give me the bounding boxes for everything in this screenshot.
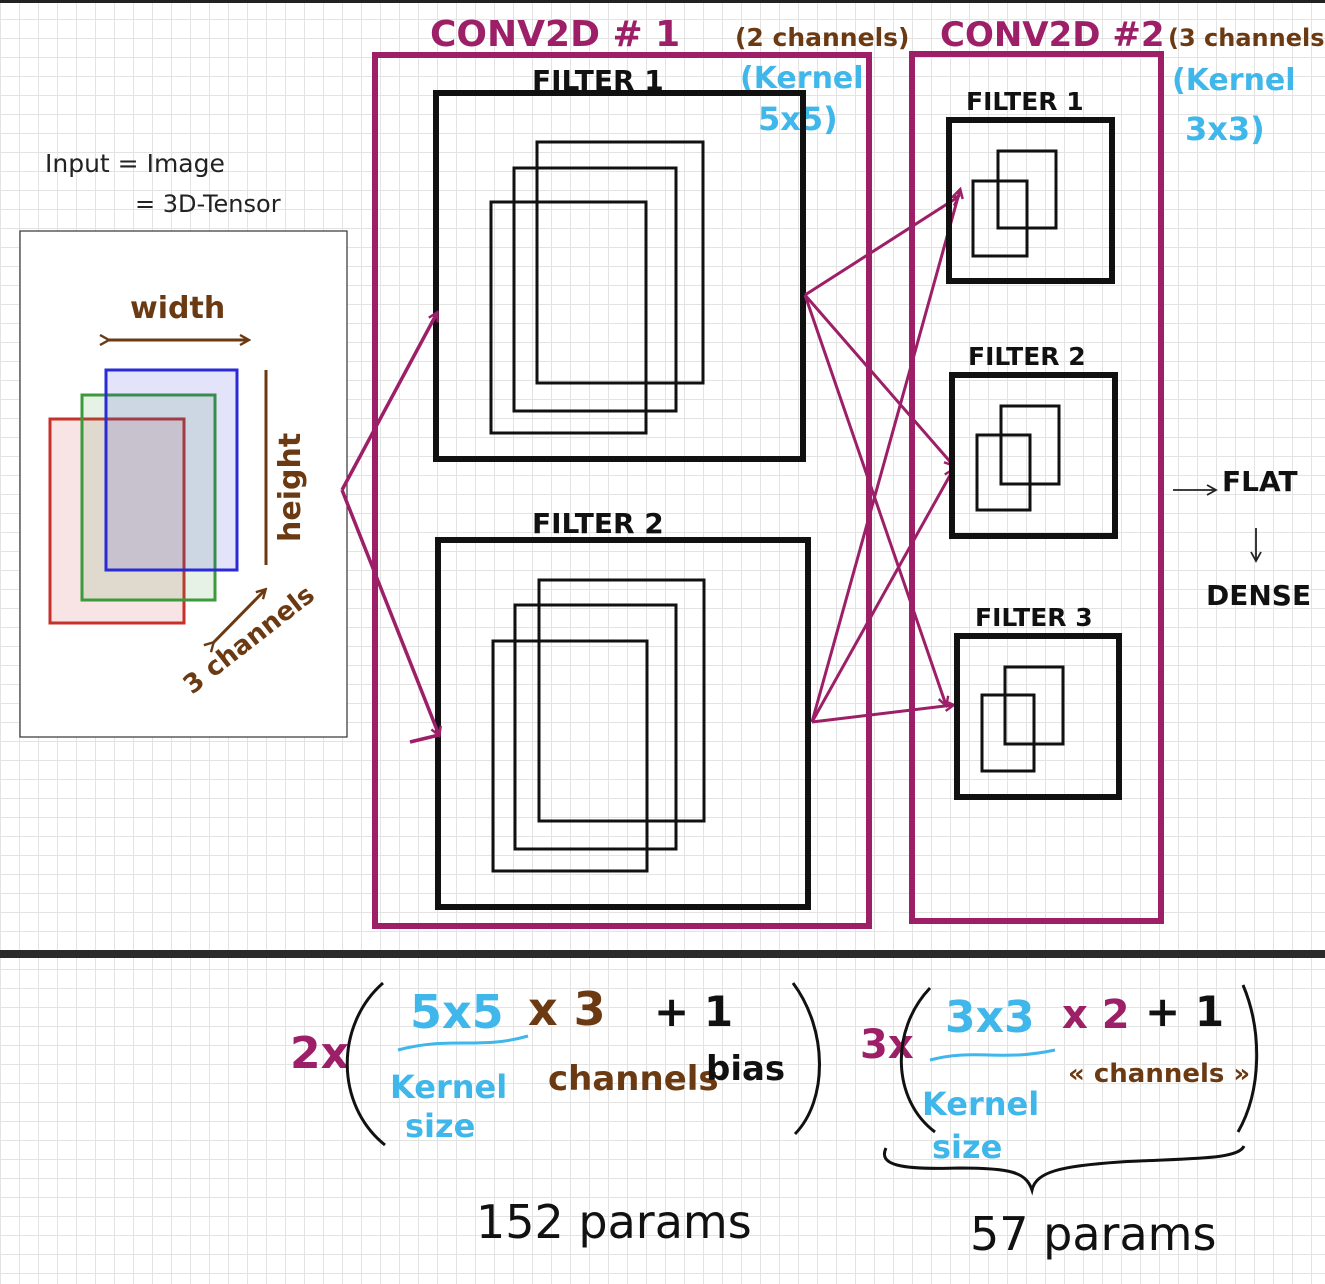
formula1-kernel-label1: Kernel [390, 1068, 507, 1106]
formula1-section: 2x 5x5 x 3 + 1 Kernel size channels bias… [290, 981, 821, 1249]
input-title: Input = Image [45, 149, 225, 178]
formula2-kernel-label2: size [932, 1128, 1002, 1166]
arrow-c1f2-c2f1 [810, 190, 960, 723]
formula2-kernel-label1: Kernel [922, 1085, 1039, 1123]
formula2-section: 3x 3x3 x 2 + 1 Kernel size « channels » … [860, 984, 1259, 1261]
formula1-kernel: 5x5 [410, 985, 504, 1039]
conv2-title: CONV2D #2 [940, 15, 1165, 55]
formula1-multiplier: 2x [290, 1028, 349, 1079]
conv2-channels-note: (3 channels) [1168, 24, 1325, 52]
conv1-filter2-box [435, 537, 811, 910]
formula1-right-paren [791, 982, 821, 1136]
formula1-left-paren [345, 981, 386, 1147]
formula2-result: 57 params [970, 1207, 1216, 1261]
conv1-filter1-slice-1 [489, 200, 648, 435]
arrow-c1f2-c2f2 [810, 470, 953, 723]
conv1-channels-note: (2 channels) [735, 23, 909, 52]
conv1-filter1-slice-2 [512, 166, 678, 413]
conv2-filter3-label: FILTER 3 [975, 603, 1093, 632]
conv1-title: CONV2D # 1 [430, 14, 680, 55]
formula2-bias: + 1 [1145, 987, 1224, 1036]
green-channel [80, 393, 217, 602]
input-subtitle: = 3D-Tensor [135, 190, 281, 218]
width-label: width [130, 291, 225, 326]
arrow-c1f2-c2f3 [811, 705, 953, 724]
conv2-filter1-box [946, 117, 1115, 284]
conv1-filter2-slice-2 [513, 603, 678, 851]
formula1-channels-label: channels [548, 1059, 719, 1099]
formula1-kernel-brace [397, 1034, 529, 1052]
conv2-filter2-slice-1 [975, 433, 1032, 512]
red-channel [48, 417, 186, 625]
formula2-left-paren [899, 986, 936, 1134]
channels-arrow [213, 590, 265, 643]
section-divider [0, 950, 1325, 958]
formula1-bias-label: bias [706, 1049, 785, 1089]
height-label: height [273, 433, 308, 542]
input-to-conv1-arrows [340, 313, 440, 744]
conv2-filter1-slice-1 [971, 179, 1029, 258]
conv2-filter2-label: FILTER 2 [968, 342, 1086, 371]
formula2-kernel: 3x3 [945, 992, 1035, 1043]
flat-label: FLAT [1222, 465, 1298, 498]
arrow-c1f1-c2f3 [803, 294, 946, 705]
conv2-section: CONV2D #2 (3 channels) (Kernel 3x3) FILT… [909, 15, 1325, 924]
formula2-kernel-brace [929, 1048, 1056, 1062]
formula1-kernel-label2: size [405, 1107, 475, 1145]
arrow-input-filter1 [340, 313, 437, 491]
conv1-filter2-slice-1 [491, 639, 649, 873]
arrow-input-filter2 [340, 489, 439, 735]
formula1-result: 152 params [476, 1195, 752, 1249]
formula2-channels-label: « channels » [1068, 1059, 1250, 1089]
conv1-filter2-label: FILTER 2 [532, 507, 664, 540]
input-section: Input = Image = 3D-Tensor width height 3… [19, 149, 348, 738]
arrow-c1f1-c2f2 [803, 294, 953, 465]
top-border [0, 0, 1325, 3]
conv2-filter3-box [954, 633, 1122, 800]
output-flow: FLAT DENSE [1173, 465, 1311, 612]
blue-channel [104, 368, 239, 572]
formula2-right-paren [1236, 984, 1259, 1133]
conv1-filter2-slice-3 [537, 578, 706, 823]
conv2-filter1-label: FILTER 1 [966, 87, 1084, 116]
conv1-filter1-slice-3 [535, 140, 705, 385]
conv1-kernel-line2: 5x5) [758, 100, 838, 138]
conv1-section: CONV2D # 1 (2 channels) FILTER 1 (Kernel… [372, 14, 909, 929]
dense-label: DENSE [1206, 579, 1311, 612]
arrow-input-filter2-tail [409, 733, 440, 744]
conv2-kernel-line1: (Kernel [1172, 63, 1296, 98]
conv1-to-conv2-arrows [803, 190, 960, 724]
formula1-bias: + 1 [654, 987, 733, 1036]
arrow-c1f1-c2f1 [804, 197, 958, 297]
formula1-channels: x 3 [528, 982, 606, 1036]
conv1-filter1-box [433, 90, 806, 462]
conv2-box [909, 51, 1164, 924]
conv2-filter3-slice-1 [980, 693, 1036, 773]
conv2-filter2-box [949, 372, 1118, 539]
conv1-box [372, 52, 872, 929]
formula2-channels: x 2 [1062, 992, 1130, 1038]
formula2-under-brace [883, 1145, 1246, 1196]
conv2-kernel-line2: 3x3) [1185, 110, 1265, 148]
